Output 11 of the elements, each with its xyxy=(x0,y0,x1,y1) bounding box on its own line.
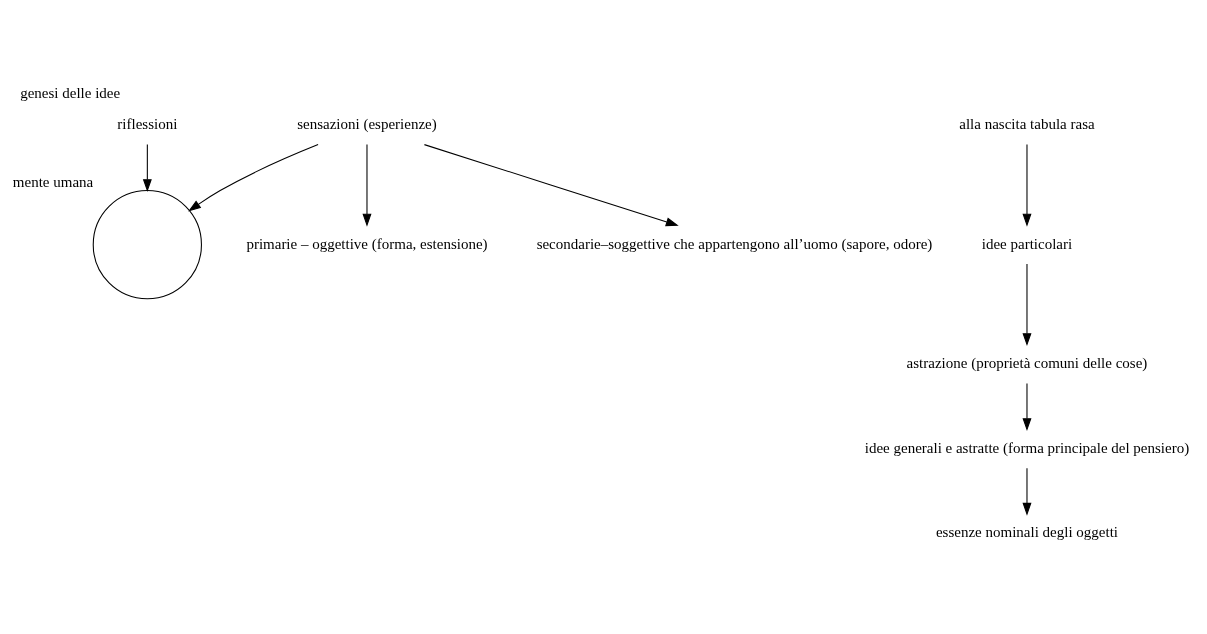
node-text: secondarie–soggettive che appartengono all’uomo (sapore, odore) xyxy=(536,235,933,252)
node-text: sensazioni (esperienze) xyxy=(297,116,437,133)
node-text: alla nascita tabula rasa xyxy=(959,116,1095,133)
node-text: primarie – oggettive (forma, estensione) xyxy=(246,235,488,252)
node-text: idee particolari xyxy=(981,235,1073,252)
diagram-title: genesi delle idee xyxy=(20,84,121,101)
node-text: idee generali e astratte (forma principale del pensiero) xyxy=(864,439,1190,456)
node-label: mente umana xyxy=(12,173,94,190)
node-text: astrazione (proprietà comuni delle cose) xyxy=(906,355,1148,372)
node-text: riflessioni xyxy=(117,116,178,133)
node-text: essenze nominali degli oggetti xyxy=(935,524,1119,541)
